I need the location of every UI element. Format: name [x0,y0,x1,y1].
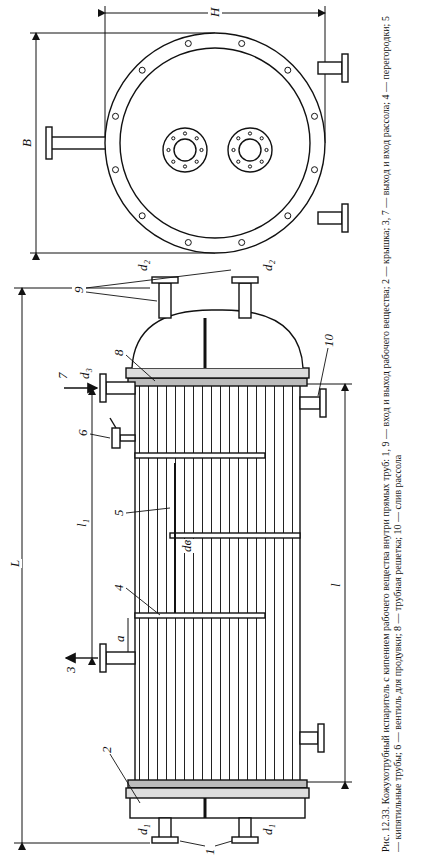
dimension-label: d₂ [261,259,275,272]
bolt-hole [172,137,175,140]
dimension-label: a [113,635,127,644]
dimension-label: d₂ [136,259,150,272]
bolt-hole [312,113,318,119]
head [126,277,309,378]
callout-number: 1 [203,848,217,857]
end-view [46,33,348,253]
bolt-hole [237,137,240,140]
dimension-label: L [8,559,22,568]
callout-number: 2 [100,746,114,755]
bolt-hole [285,213,291,219]
dimension-label: d₃ [78,367,92,380]
dimension-label: l [329,582,343,588]
bolt-hole [237,160,240,163]
callout-number: 9 [72,286,86,295]
dimension-label: dв [180,539,194,553]
bolt-hole [167,148,170,151]
figure-caption: Рис. 12.33. Кожухотрубный испаритель с к… [380,6,404,852]
bolt-hole [183,132,186,135]
dimension-label: d₁ [136,823,150,836]
callout-number: 8 [112,349,126,358]
bolt-hole [232,148,235,151]
bolt-hole [265,148,268,151]
bolt-hole [183,165,186,168]
callout-number: 4 [112,584,126,593]
bolt-hole [139,213,145,219]
callout-number: 5 [112,509,126,518]
bolt-hole [139,67,145,73]
cover [126,788,309,843]
bolt-hole [285,67,291,73]
bolt-hole [248,132,251,135]
bolt-hole [312,167,318,173]
bolt-hole [195,137,198,140]
bolt-hole [185,240,191,246]
leader-lines [86,270,328,846]
shell [128,378,307,788]
bolt-holes [113,41,318,246]
nozzles [64,374,326,752]
bolt-hole [185,41,191,47]
dimensions [14,6,352,843]
dimension-label: B [20,138,34,148]
callout-number: 10 [322,333,336,348]
dimension-label: H [208,7,222,18]
callout-number: 3 [64,666,78,675]
bolt-hole [195,160,198,163]
bolt-hole [113,167,119,173]
bolt-hole [260,137,263,140]
bolt-hole [113,113,119,119]
bolt-hole [260,160,263,163]
dimension-label: l₁ [75,518,89,528]
evaporator-drawing [0,0,380,858]
bolt-hole [248,165,251,168]
callout-number: 7 [56,372,70,381]
bolt-hole [172,160,175,163]
dimension-label: d₁ [261,823,275,836]
callout-number: 6 [76,429,90,438]
bolt-hole [239,41,245,47]
bolt-hole [239,240,245,246]
bolt-hole [200,148,203,151]
